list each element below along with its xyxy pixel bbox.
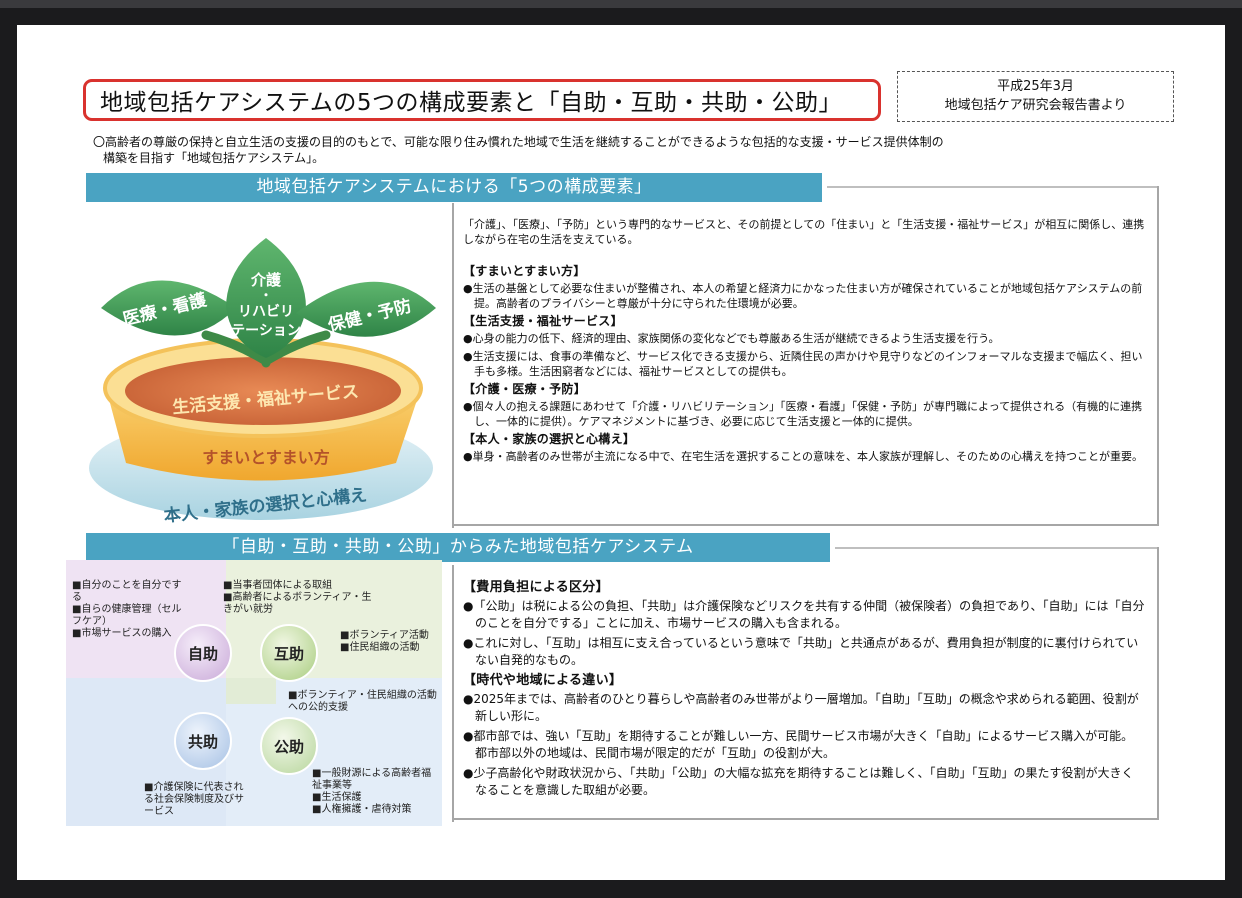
item-care-medical: 【介護・医療・予防】 ●個々人の抱える課題にあわせて「介護・リハビリテーション」… xyxy=(463,382,1145,429)
section-band-five-elements-label: 地域包括ケアシステムにおける「5つの構成要素」 xyxy=(256,177,652,197)
heading-life-support: 【生活支援・福祉サービス】 xyxy=(463,314,623,328)
item-era-region: 【時代や地域による違い】 ●2025年までは、高齢者のひとり暮らしや高齢者のみ世… xyxy=(463,673,1145,799)
bullet-life-support-1: ●心身の能力の低下、経済的理由、家族関係の変化などでも尊厳ある生活が継続できるよ… xyxy=(463,332,1000,345)
five-elements-lead: 「介護」、「医療」、「予防」という専門的なサービスと、その前提としての「住まい」… xyxy=(463,218,1145,246)
social-help-text: ■介護保険に代表される社会保険制度及びサービス xyxy=(144,782,244,817)
pot-label: すまいとすまい方 xyxy=(202,448,330,467)
self-help-description: 【費用負担による区分】 ●「公助」は税による公の負担、「共助」は介護保険などリス… xyxy=(454,552,1159,820)
bullet-choice-1: ●単身・高齢者のみ世帯が主流になる中で、在宅生活を選択することの意味を、本人家族… xyxy=(463,450,1144,463)
leaf-right-shape xyxy=(296,281,436,337)
mutual-help-text-right: ■ボランティア活動 ■住民組織の活動 xyxy=(340,630,429,653)
bullet-cost-1: ●「公助」は税による公の負担、「共助」は介護保険などリスクを共有する仲間（被保険… xyxy=(463,599,1145,630)
intro-line-1: 〇高齢者の尊厳の保持と自立生活の支援の目的のもとで、可能な限り住み慣れた地域で生… xyxy=(93,135,944,149)
public-help-circle: 公助 xyxy=(260,717,318,775)
slide-page: 地域包括ケアシステムの5つの構成要素と「自助・互助・共助・公助」 平成25年3月… xyxy=(17,25,1225,880)
mutual-help-circle: 互助 xyxy=(260,624,318,682)
social-help-circle: 共助 xyxy=(174,712,232,770)
band-divider xyxy=(827,186,1159,188)
source-note: 平成25年3月 地域包括ケア研究会報告書より xyxy=(897,71,1174,122)
section-band-five-elements: 地域包括ケアシステムにおける「5つの構成要素」 xyxy=(86,173,822,202)
intro-line-2: 構築を目指す「地域包括ケアシステム」。 xyxy=(103,151,325,165)
box-corner-line-2 xyxy=(1157,547,1159,553)
bullet-era-region-2: ●都市部では、強い「互助」を期待することが難しい一方、民間サービス市場が大きく「… xyxy=(463,729,1134,760)
box2-left-border xyxy=(452,565,454,822)
leaf-center-label-4: テーション xyxy=(231,323,301,339)
public-help-label: 公助 xyxy=(273,737,304,756)
mutual-help-label: 互助 xyxy=(273,644,304,663)
heading-choice: 【本人・家族の選択と心構え】 xyxy=(463,432,636,446)
self-help-label: 自助 xyxy=(187,644,218,663)
section-band-self-help: 「自助・互助・共助・公助」からみた地域包括ケアシステム xyxy=(86,533,830,562)
bullet-housing-1: ●生活の基盤として必要な住まいが整備され、本人の希望と経済力にかなった住まい方が… xyxy=(463,282,1143,310)
source-date: 平成25年3月 xyxy=(997,79,1074,94)
social-help-label: 共助 xyxy=(187,732,218,751)
window-top-strip xyxy=(0,0,1242,8)
source-report: 地域包括ケア研究会報告書より xyxy=(944,98,1127,113)
self-help-text: ■自分のことを自分でする ■自らの健康管理（セルフケア） ■市場サービスの購入 xyxy=(72,580,182,639)
quadrant-mutual xyxy=(226,560,442,678)
heading-care-medical: 【介護・医療・予防】 xyxy=(463,382,587,396)
bullet-life-support-2: ●生活支援には、食事の準備など、サービス化できる支援から、近隣住民の声かけや見守… xyxy=(463,350,1143,378)
quadrant-overlap xyxy=(226,678,276,704)
intro-text: 〇高齢者の尊厳の保持と自立生活の支援の目的のもとで、可能な限り住み慣れた地域で生… xyxy=(93,134,1133,166)
leaf-center-label-3: リハビリ xyxy=(238,304,294,320)
leaf-center-shape xyxy=(226,238,306,358)
mutual-help-text-top: ■当事者団体による取組 ■高齢者によるボランティア・生きがい就労 xyxy=(223,580,372,615)
soil-shape xyxy=(125,357,401,425)
band-divider-2 xyxy=(835,547,1159,549)
bullet-era-region-1: ●2025年までは、高齢者のひとり暮らしや高齢者のみ世帯がより一層増加。「自助」… xyxy=(463,692,1139,723)
bullet-era-region-3: ●少子高齢化や財政状況から、「共助」「公助」の大幅な拡充を期待することは難しく、… xyxy=(463,766,1134,797)
care-system-plant-illustration: 医療・看護 介護 ・ リハビリ テーション 保健・予防 生活支援・福祉サービス … xyxy=(89,238,436,527)
public-help-text: ■一般財源による高齢者福祉事業等 ■生活保護 ■人権擁護・虐待対策 xyxy=(312,768,432,815)
box1-left-border xyxy=(452,203,454,528)
leaf-center-label-1: 介護 xyxy=(250,271,282,289)
help-quadrant-diagram: ■自分のことを自分でする ■自らの健康管理（セルフケア） ■市場サービスの購入 … xyxy=(66,560,442,826)
five-elements-description: 「介護」、「医療」、「予防」という専門的なサービスと、その前提としての「住まい」… xyxy=(454,188,1159,526)
leaf-left-shape xyxy=(101,280,236,336)
section-band-self-help-label: 「自助・互助・共助・公助」からみた地域包括ケアシステム xyxy=(222,537,694,557)
heading-cost: 【費用負担による区分】 xyxy=(463,580,609,595)
item-choice: 【本人・家族の選択と心構え】 ●単身・高齢者のみ世帯が主流になる中で、在宅生活を… xyxy=(463,432,1145,464)
item-housing: 【すまいとすまい方】 ●生活の基盤として必要な住まいが整備され、本人の希望と経済… xyxy=(463,264,1145,311)
item-life-support: 【生活支援・福祉サービス】 ●心身の能力の低下、経済的理由、家族関係の変化などで… xyxy=(463,314,1145,379)
mutual-help-text-bottom: ■ボランティア・住民組織の活動への公的支援 xyxy=(288,690,437,713)
bullet-care-medical-1: ●個々人の抱える課題にあわせて「介護・リハビリテーション」「医療・看護」「保健・… xyxy=(463,400,1143,428)
leaf-center-label-2: ・ xyxy=(260,288,272,302)
page-title-text: 地域包括ケアシステムの5つの構成要素と「自助・互助・共助・公助」 xyxy=(100,90,843,116)
page-title: 地域包括ケアシステムの5つの構成要素と「自助・互助・共助・公助」 xyxy=(83,79,881,121)
heading-housing: 【すまいとすまい方】 xyxy=(463,264,586,278)
item-cost: 【費用負担による区分】 ●「公助」は税による公の負担、「共助」は介護保険などリス… xyxy=(463,580,1145,669)
heading-era-region: 【時代や地域による違い】 xyxy=(463,673,623,688)
self-help-circle: 自助 xyxy=(174,624,232,682)
bullet-cost-2: ●これに対し、「互助」は相互に支え合っているという意味で「共助」と共通点があるが… xyxy=(463,636,1139,667)
